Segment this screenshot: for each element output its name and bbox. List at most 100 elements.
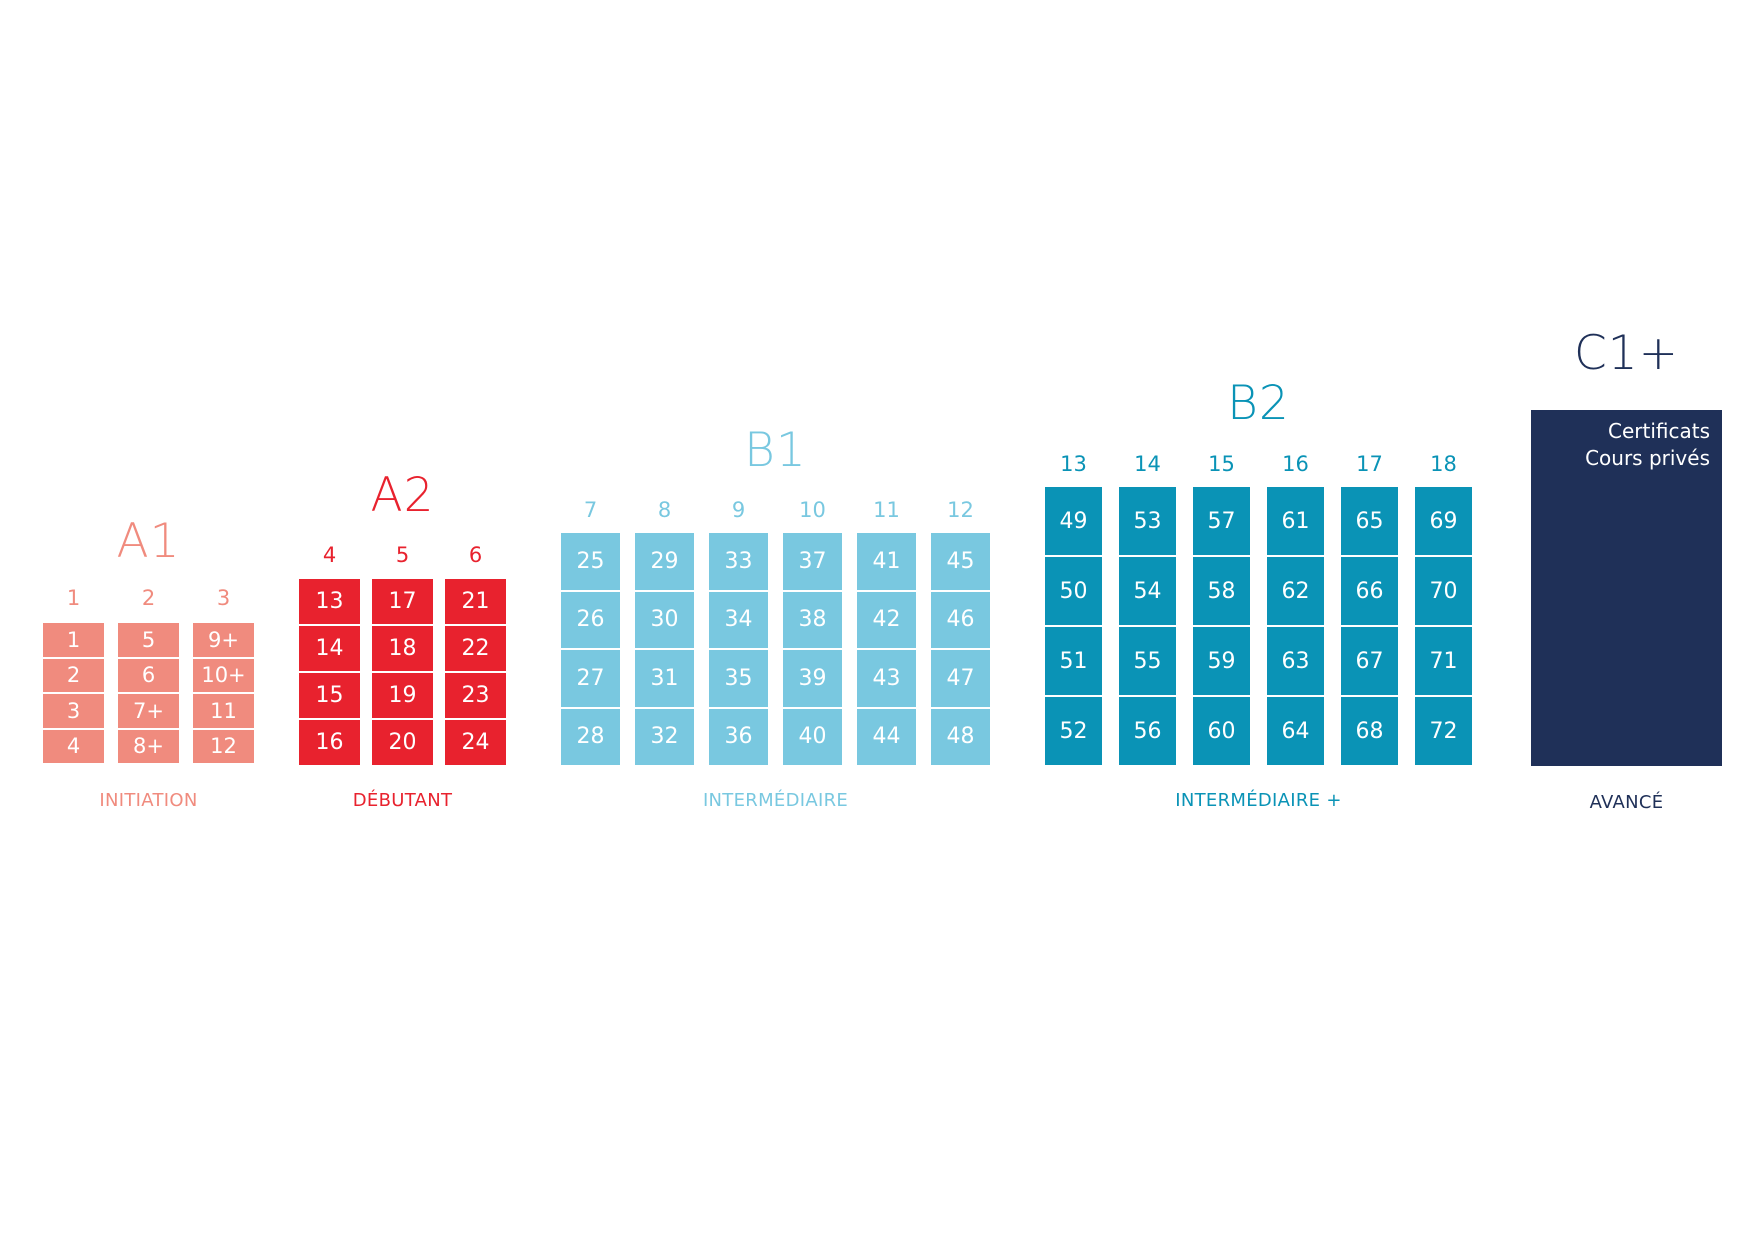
lesson-cell: 62	[1267, 557, 1324, 625]
lesson-cell: 54	[1119, 557, 1176, 625]
lesson-cell: 47	[931, 650, 990, 707]
lesson-cell: 16	[299, 720, 360, 765]
column-header: 9	[731, 498, 746, 522]
lesson-cell: 34	[709, 591, 768, 648]
lesson-cell: 10+	[193, 658, 254, 692]
level-title: A2	[370, 468, 435, 523]
lesson-cell: 14	[299, 626, 360, 671]
lesson-cell: 51	[1045, 627, 1102, 695]
level-label: INTERMÉDIAIRE +	[1175, 790, 1342, 811]
lesson-cell: 30	[635, 591, 694, 648]
lesson-cell: 36	[709, 708, 768, 765]
column-header: 12	[947, 498, 974, 522]
lesson-cell: 12	[193, 729, 254, 763]
level-title: B1	[744, 423, 807, 478]
column-header: 17	[1356, 452, 1383, 476]
lesson-cell: 19	[372, 673, 433, 718]
column-header: 10	[799, 498, 826, 522]
lesson-cell: 69	[1415, 487, 1472, 555]
lesson-cell: 42	[857, 591, 916, 648]
lesson-cell: 13	[299, 579, 360, 624]
level-label: INTERMÉDIAIRE	[702, 790, 849, 811]
lesson-cell: 41	[857, 533, 916, 590]
lesson-cell: 57	[1193, 487, 1250, 555]
lesson-cell: 49	[1045, 487, 1102, 555]
lesson-cell: 3	[43, 694, 104, 728]
lesson-cell: 9+	[193, 623, 254, 657]
c1-cours-prives-text: Cours privés	[1585, 446, 1710, 470]
lesson-cell: 63	[1267, 627, 1324, 695]
column-header: 14	[1134, 452, 1161, 476]
level-group-c1: C1+ Certificats Cours privés AVANCÉ	[1531, 330, 1722, 820]
lesson-cell: 26	[561, 591, 620, 648]
lesson-cell: 33	[709, 533, 768, 590]
lesson-cell: 70	[1415, 557, 1472, 625]
lesson-cell: 22	[445, 626, 506, 671]
lesson-cell: 72	[1415, 697, 1472, 765]
lesson-cell: 7+	[118, 694, 179, 728]
lesson-cell: 56	[1119, 697, 1176, 765]
lesson-cell: 20	[372, 720, 433, 765]
c1-certificats-text: Certificats	[1607, 419, 1710, 443]
lesson-cell: 6	[118, 658, 179, 692]
c1-box: Certificats Cours privés	[1531, 410, 1722, 766]
lesson-cell: 53	[1119, 487, 1176, 555]
column-header: 15	[1208, 452, 1235, 476]
lesson-cell: 38	[783, 591, 842, 648]
level-title: C1+	[1573, 326, 1680, 381]
lesson-cell: 25	[561, 533, 620, 590]
lesson-cell: 4	[43, 729, 104, 763]
lesson-cell: 43	[857, 650, 916, 707]
lesson-cell: 58	[1193, 557, 1250, 625]
lesson-cell: 2	[43, 658, 104, 692]
lesson-cell: 28	[561, 708, 620, 765]
level-label: INITIATION	[99, 790, 198, 811]
level-title: A1	[116, 514, 181, 569]
level-label: AVANCÉ	[1589, 792, 1664, 813]
lesson-cell: 32	[635, 708, 694, 765]
column-header: 3	[216, 586, 231, 610]
lesson-cell: 8+	[118, 729, 179, 763]
lesson-cell: 65	[1341, 487, 1398, 555]
lesson-cell: 24	[445, 720, 506, 765]
lesson-cell: 31	[635, 650, 694, 707]
column-header: 5	[395, 543, 410, 567]
lesson-cell: 37	[783, 533, 842, 590]
level-title: B2	[1227, 376, 1290, 431]
level-label: DÉBUTANT	[352, 790, 453, 811]
column-header: 2	[141, 586, 156, 610]
column-header: 13	[1060, 452, 1087, 476]
lesson-cell: 52	[1045, 697, 1102, 765]
column-header: 4	[322, 543, 337, 567]
lesson-cell: 60	[1193, 697, 1250, 765]
lesson-cell: 46	[931, 591, 990, 648]
lesson-cell: 17	[372, 579, 433, 624]
lesson-cell: 55	[1119, 627, 1176, 695]
column-header: 18	[1430, 452, 1457, 476]
lesson-cell: 1	[43, 623, 104, 657]
lesson-cell: 45	[931, 533, 990, 590]
column-header: 6	[468, 543, 483, 567]
lesson-cell: 21	[445, 579, 506, 624]
lesson-cell: 29	[635, 533, 694, 590]
lesson-cell: 35	[709, 650, 768, 707]
lesson-cell: 64	[1267, 697, 1324, 765]
lesson-cell: 48	[931, 708, 990, 765]
lesson-cell: 11	[193, 694, 254, 728]
lesson-cell: 15	[299, 673, 360, 718]
lesson-cell: 50	[1045, 557, 1102, 625]
lesson-cell: 61	[1267, 487, 1324, 555]
lesson-cell: 68	[1341, 697, 1398, 765]
column-header: 1	[66, 586, 81, 610]
lesson-cell: 59	[1193, 627, 1250, 695]
lesson-cell: 44	[857, 708, 916, 765]
column-header: 16	[1282, 452, 1309, 476]
lesson-cell: 5	[118, 623, 179, 657]
lesson-cell: 67	[1341, 627, 1398, 695]
lesson-cell: 18	[372, 626, 433, 671]
lesson-cell: 39	[783, 650, 842, 707]
